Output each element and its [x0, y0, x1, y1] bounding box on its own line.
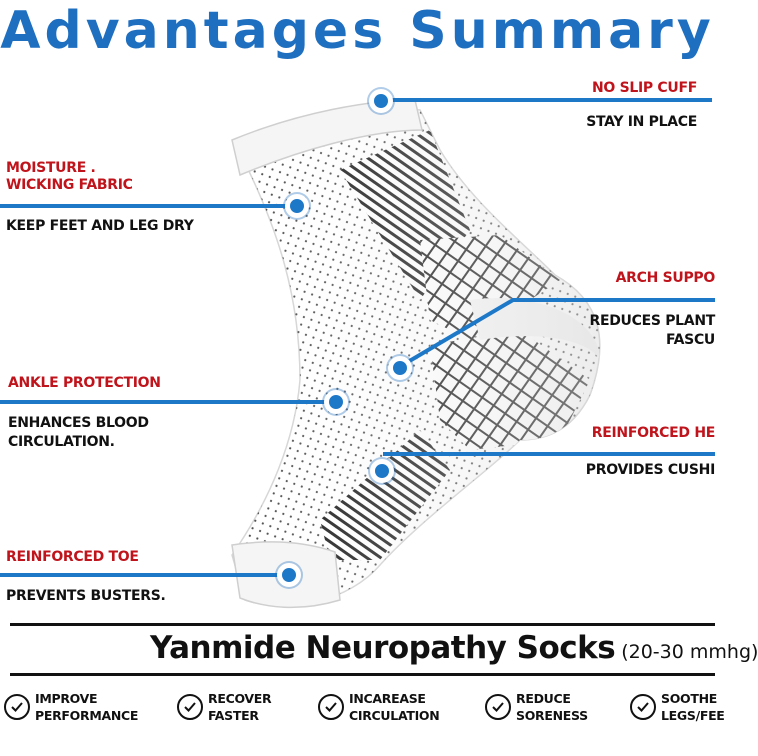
moisture-wicking-title: MOISTURE . WICKING FABRIC [6, 160, 133, 193]
check-circle-icon [630, 694, 656, 720]
no-slip-cuff-marker [369, 89, 393, 113]
moisture-wicking-desc: KEEP FEET AND LEG DRY [6, 218, 194, 234]
reinforced-heel-desc: PROVIDES CUSHI [585, 462, 716, 478]
reinforced-toe-title: REINFORCED TOE [6, 549, 139, 565]
benefit-item: IMPROVE PERFORMANCE [4, 690, 138, 724]
benefit-item: RECOVER FASTER [177, 690, 272, 724]
check-circle-icon [485, 694, 511, 720]
page-title: Advantages Summary [0, 1, 715, 61]
arch-support-marker [388, 356, 412, 380]
reinforced-toe-marker [277, 563, 301, 587]
arch-support-line [399, 298, 715, 368]
top-divider [10, 623, 715, 626]
check-circle-icon [4, 694, 30, 720]
check-circle-icon [177, 694, 203, 720]
ankle-protection-line [0, 400, 338, 404]
arch-support-desc: REDUCES PLANT FASCU [589, 313, 715, 348]
bottom-divider [10, 673, 715, 676]
benefit-label: INCAREASE CIRCULATION [349, 691, 440, 723]
moisture-wicking-line [0, 204, 298, 208]
benefit-label: RECOVER FASTER [208, 691, 272, 723]
benefit-item: REDUCE SORENESS [485, 690, 588, 724]
reinforced-heel-line [383, 452, 715, 456]
benefit-label: REDUCE SORENESS [516, 691, 588, 723]
product-name: Yanmide Neuropathy Socks [150, 630, 616, 666]
ankle-protection-title: ANKLE PROTECTION [8, 375, 161, 391]
no-slip-cuff-desc: STAY IN PLACE [586, 114, 697, 130]
check-circle-icon [318, 694, 344, 720]
benefit-item: INCAREASE CIRCULATION [318, 690, 440, 724]
arch-support-title: ARCH SUPPO [615, 270, 716, 286]
product-spec: (20-30 mmhg) [621, 641, 758, 663]
ankle-protection-marker [324, 390, 348, 414]
benefit-item: SOOTHE LEGS/FEE [630, 690, 725, 724]
no-slip-cuff-line [392, 98, 712, 102]
moisture-wicking-marker [285, 194, 309, 218]
no-slip-cuff-title: NO SLIP CUFF [591, 80, 697, 96]
ankle-protection-desc: ENHANCES BLOOD CIRCULATION. [8, 415, 149, 450]
reinforced-toe-desc: PREVENTS BUSTERS. [6, 588, 166, 604]
reinforced-toe-line [0, 573, 290, 577]
advantages-summary-page: Advantages Summary [0, 1, 758, 724]
benefit-label: IMPROVE PERFORMANCE [35, 691, 139, 723]
product-title: Yanmide Neuropathy Socks(20-30 mmhg) [150, 630, 758, 666]
reinforced-heel-marker [370, 459, 394, 483]
reinforced-heel-title: REINFORCED HE [591, 425, 716, 441]
benefit-label: SOOTHE LEGS/FEE [661, 691, 725, 723]
